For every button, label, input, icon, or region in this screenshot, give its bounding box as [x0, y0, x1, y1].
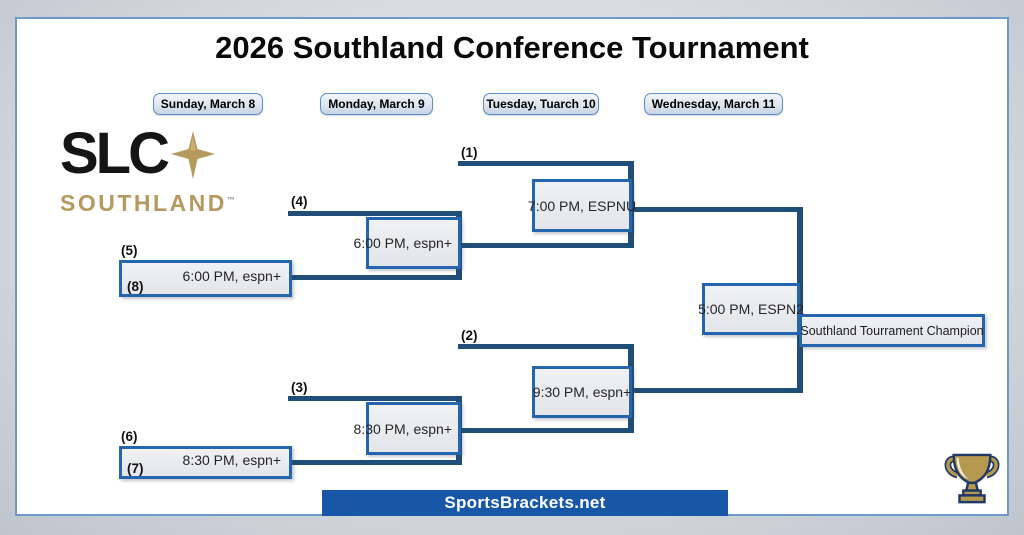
- game-box-first-round-top: 6:00 PM, espn+ (8): [119, 260, 292, 297]
- game-time: 8:30 PM, espn+: [353, 420, 452, 437]
- date-header-sunday: Sunday, March 8: [153, 93, 263, 115]
- game-time: 6:00 PM, espn+: [182, 268, 281, 285]
- seed-label-3: (3): [291, 380, 308, 395]
- trophy-icon: [943, 452, 1001, 511]
- logo-acronym: SLC: [60, 121, 170, 186]
- southland-conference-logo: SLC SOUTHLAND™: [60, 121, 290, 217]
- seed-label-1: (1): [461, 145, 478, 160]
- game-time: 6:00 PM, espn+: [353, 235, 452, 251]
- date-header-monday: Monday, March 9: [320, 93, 433, 115]
- footer-bar: SportsBrackets.net: [322, 490, 728, 516]
- seed-label-2: (2): [461, 328, 478, 343]
- game-box-first-round-bottom: 8:30 PM, espn+ (7): [119, 446, 292, 479]
- seed-label-6: (6): [121, 429, 138, 444]
- date-header-wednesday: Wednesday, March 11: [644, 93, 783, 115]
- star-icon: [171, 131, 215, 184]
- game-box-quarterfinal-top: 6:00 PM, espn+: [354, 217, 461, 269]
- game-time: 7:00 PM, ESPNU: [527, 197, 637, 214]
- bracket-line-firstround-bottom-winner: [290, 460, 462, 465]
- game-box-quarterfinal-bottom: 8:30 PM, espn+: [354, 402, 461, 455]
- seed-label-5: (5): [121, 243, 138, 258]
- game-box-championship: 5:00 PM, ESPN2: [698, 283, 804, 335]
- seed-label-7: (7): [127, 461, 144, 476]
- bracket-line-semifinal-bottom-winner: [634, 388, 800, 393]
- game-time: 8:30 PM, espn+: [182, 452, 281, 469]
- seed-label-8: (8): [127, 279, 144, 294]
- bracket-line-quarterfinal-bottom-winner: [462, 428, 634, 433]
- bracket-vertical-championship: [797, 207, 803, 393]
- champion-box: Southland Tourrament Champion: [799, 314, 985, 347]
- bracket-line-seed3: [288, 396, 462, 401]
- bracket-line-quarterfinal-top-winner: [462, 243, 634, 248]
- date-header-tuesday: Tuesday, Tuarch 10: [483, 93, 599, 115]
- bracket-line-seed4: [288, 211, 462, 216]
- bracket-line-firstround-top-winner: [290, 275, 462, 280]
- footer-site-name: SportsBrackets.net: [444, 493, 606, 512]
- seed-label-4: (4): [291, 194, 308, 209]
- champion-label: Southland Tourrament Champion: [800, 323, 984, 338]
- bracket-line-seed2: [458, 344, 634, 349]
- page-title: 2026 Southland Conference Tournament: [215, 30, 809, 65]
- trademark-symbol: ™: [226, 195, 235, 205]
- game-time: 9:30 PM, espn+: [532, 384, 632, 400]
- game-box-semifinal-bottom: 9:30 PM, espn+: [532, 366, 632, 418]
- game-box-semifinal-top: 7:00 PM, ESPNU: [528, 179, 636, 232]
- logo-wordmark: SOUTHLAND™: [60, 190, 235, 216]
- bracket-line-seed1: [458, 161, 634, 166]
- game-time: 5:00 PM, ESPN2: [698, 301, 804, 317]
- bracket-line-semifinal-top-winner: [634, 207, 800, 212]
